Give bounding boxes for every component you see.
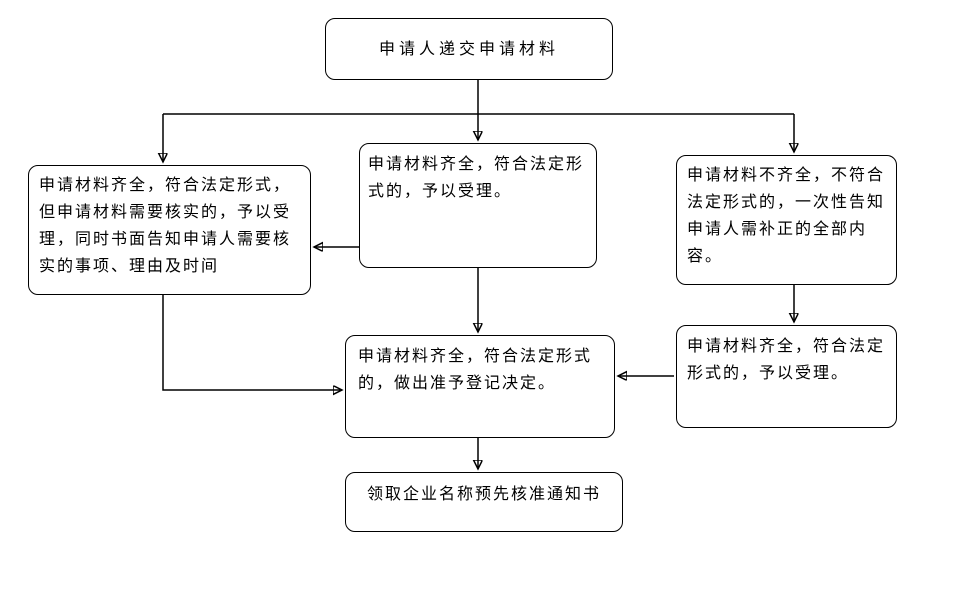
node-accept-needs-verification-label: 申请材料齐全，符合法定形式，但申请材料需要核实的，予以受理，同时书面告知申请人需…: [39, 177, 292, 275]
node-accept-after-correction: 申请材料齐全，符合法定形式的，予以受理。: [676, 325, 897, 428]
node-incomplete-notify-corrections-label: 申请材料不齐全，不符合法定形式的，一次性告知申请人需补正的全部内容。: [687, 167, 886, 265]
node-registration-decision-label: 申请材料齐全，符合法定形式的，做出准予登记决定。: [358, 348, 593, 392]
node-receive-name-approval-notice-label: 领取企业名称预先核准通知书: [366, 486, 601, 503]
node-submit-materials-label: 申请人递交申请材料: [378, 40, 559, 58]
node-accept-complete-label: 申请材料齐全，符合法定形式的，予以受理。: [368, 156, 585, 200]
node-accept-needs-verification: 申请材料齐全，符合法定形式，但申请材料需要核实的，予以受理，同时书面告知申请人需…: [28, 165, 311, 295]
node-accept-complete: 申请材料齐全，符合法定形式的，予以受理。: [359, 143, 597, 268]
node-submit-materials: 申请人递交申请材料: [325, 18, 613, 80]
node-receive-name-approval-notice: 领取企业名称预先核准通知书: [345, 472, 623, 532]
node-registration-decision: 申请材料齐全，符合法定形式的，做出准予登记决定。: [345, 335, 615, 438]
node-accept-after-correction-label: 申请材料齐全，符合法定形式的，予以受理。: [687, 338, 886, 382]
connector-needs-verification-to-decision: [162, 295, 342, 390]
node-incomplete-notify-corrections: 申请材料不齐全，不符合法定形式的，一次性告知申请人需补正的全部内容。: [676, 155, 897, 285]
